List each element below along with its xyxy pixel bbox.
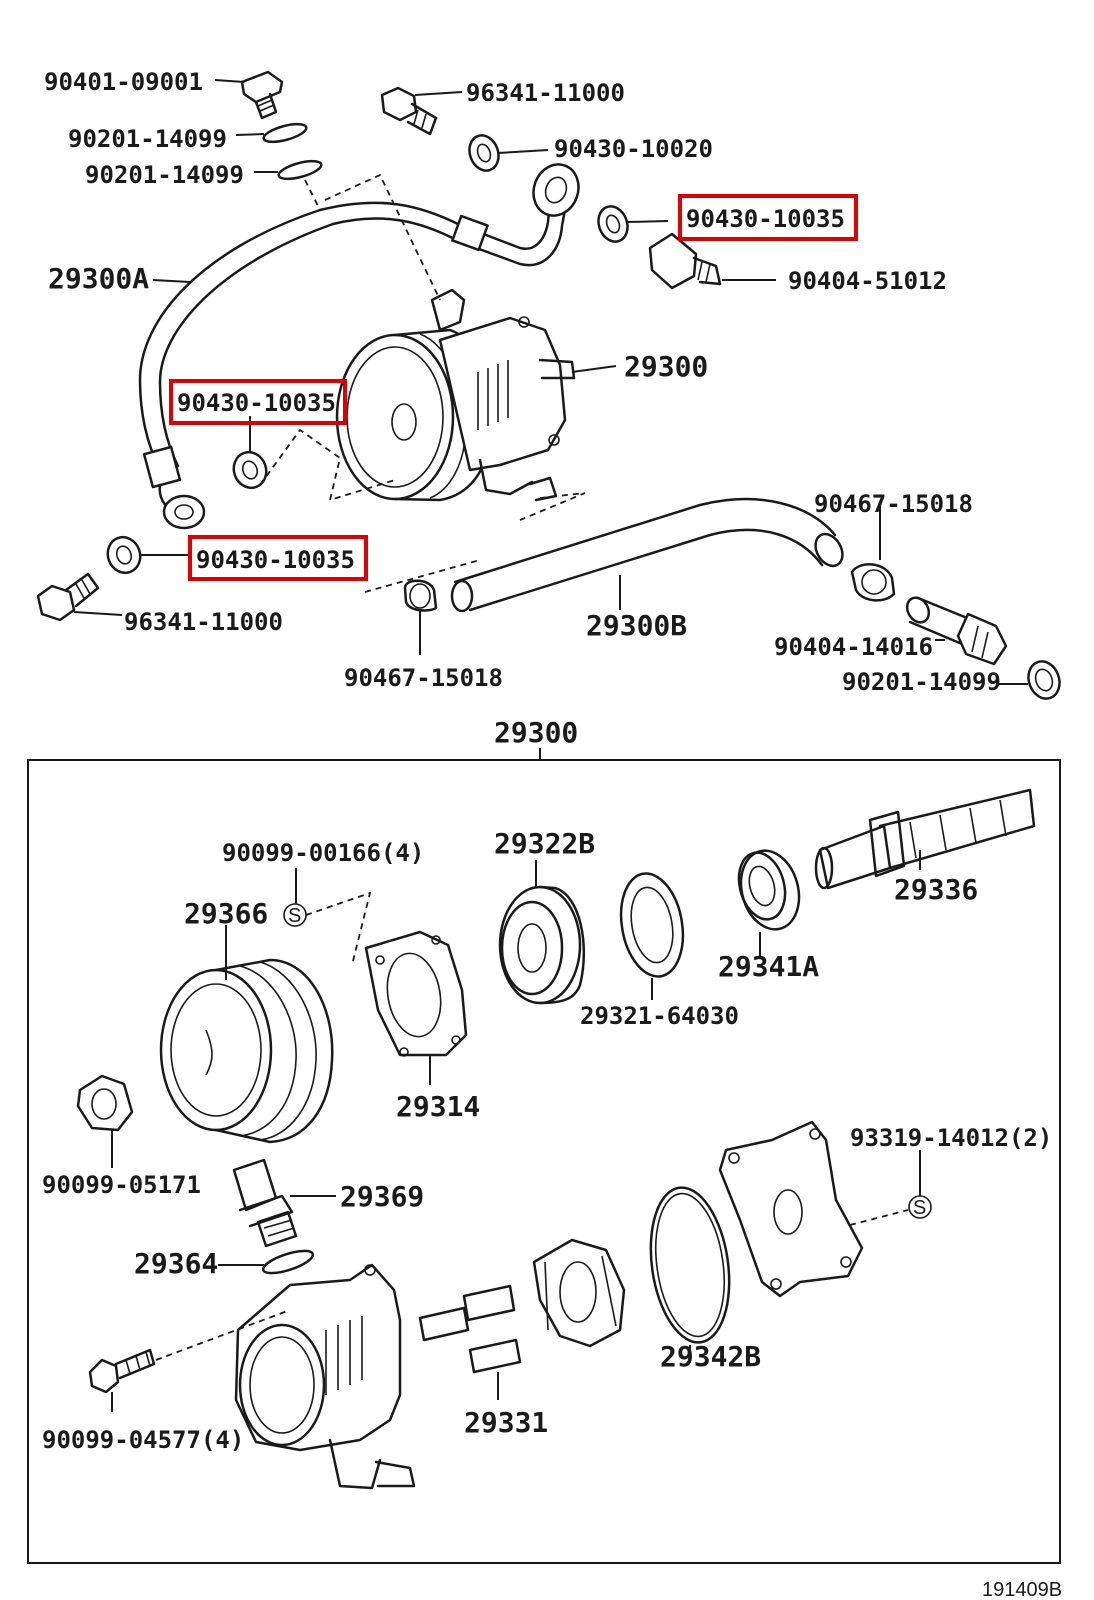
nut-icon (76, 1074, 134, 1132)
part-label-29341a: 29341A (718, 950, 819, 983)
pulley-icon (159, 958, 334, 1144)
part-label-96341-11000: 96341-11000 (124, 608, 283, 636)
part-label-29366: 29366 (184, 897, 268, 930)
o-ring-icon (261, 1249, 315, 1275)
part-label-29314: 29314 (396, 1090, 480, 1123)
hose-29300b-icon (450, 497, 844, 613)
gasket-icon (1027, 660, 1061, 700)
part-label-90467-15018: 90467-15018 (344, 664, 503, 692)
washer-icon (468, 134, 500, 172)
part-label-29336: 29336 (894, 873, 978, 906)
highlight-box (188, 535, 368, 581)
part-label-90404-14016: 90404-14016 (774, 633, 933, 661)
part-label-90099-05171: 90099-05171 (42, 1171, 201, 1199)
highlight-box (169, 379, 347, 425)
hose-29300a-icon (138, 163, 580, 530)
hose-clamp-icon (403, 579, 438, 612)
rotor-icon (532, 1238, 626, 1348)
part-label-90201-14099: 90201-14099 (85, 161, 244, 189)
part-label-90404-51012: 90404-51012 (788, 267, 947, 295)
bearing-plate-icon (364, 930, 468, 1057)
part-label-29300b: 29300B (586, 609, 687, 642)
part-label-93319-14012: 93319-14012(2) (850, 1124, 1052, 1152)
s-mark-symbol: S (288, 905, 301, 927)
union-fitting-icon (648, 232, 722, 290)
part-label-90099-00166: 90099-00166(4) (222, 839, 424, 867)
washer-icon (106, 535, 142, 575)
union-bolt-icon (380, 86, 438, 136)
gasket-icon (262, 122, 308, 144)
exploded-view-frame (27, 759, 1061, 1564)
bleeder-bolt-icon (240, 70, 284, 120)
part-label-90099-04577: 90099-04577(4) (42, 1426, 244, 1454)
oil-seal-icon (737, 849, 801, 931)
part-label-90201-14099: 90201-14099 (842, 668, 1001, 696)
s-mark-symbol: S (913, 1197, 926, 1219)
pump-housing-icon (234, 1263, 416, 1490)
part-label-90430-10035: 90430-10035 (177, 389, 336, 417)
part-label-90401-09001: 90401-09001 (44, 68, 203, 96)
end-cover-icon (718, 1120, 864, 1298)
part-label-29369: 29369 (340, 1180, 424, 1213)
part-label-96341-11000: 96341-11000 (466, 79, 625, 107)
figure-id: 191409B (982, 1579, 1062, 1600)
leader-lines (111, 850, 921, 1412)
fitting-icon (232, 1158, 298, 1248)
part-label-29364: 29364 (134, 1247, 218, 1280)
o-ring-icon (649, 1186, 731, 1344)
part-label-90201-14099: 90201-14099 (68, 125, 227, 153)
part-label-90430-10020: 90430-10020 (554, 135, 713, 163)
part-label-29322b: 29322B (494, 827, 595, 860)
part-label-29331: 29331 (464, 1406, 548, 1439)
part-label-29342b: 29342B (660, 1340, 761, 1373)
shaft-icon (814, 788, 1036, 890)
washer-icon (597, 205, 629, 243)
gasket-icon (277, 159, 323, 181)
bearing-icon (498, 885, 586, 1005)
washer-icon (232, 450, 268, 490)
thrust-washer-icon (619, 872, 685, 978)
part-label-29321-64030: 29321-64030 (580, 1002, 739, 1030)
part-label-90467-15018: 90467-15018 (814, 490, 973, 518)
part-label-29300: 29300 (624, 350, 708, 383)
hose-clamp-icon (850, 563, 896, 602)
leader-lines (73, 79, 1028, 685)
union-fitting-icon (905, 596, 1008, 666)
part-label-29300: 29300 (494, 716, 578, 749)
highlight-box (678, 194, 858, 241)
part-label-90430-10035: 90430-10035 (686, 205, 845, 233)
part-label-29300a: 29300A (48, 262, 149, 295)
vacuum-pump-icon (335, 288, 576, 502)
vane-icon (418, 1284, 522, 1374)
part-label-90430-10035: 90430-10035 (196, 546, 355, 574)
bolt-icon (88, 1348, 156, 1394)
union-bolt-icon (36, 572, 100, 622)
